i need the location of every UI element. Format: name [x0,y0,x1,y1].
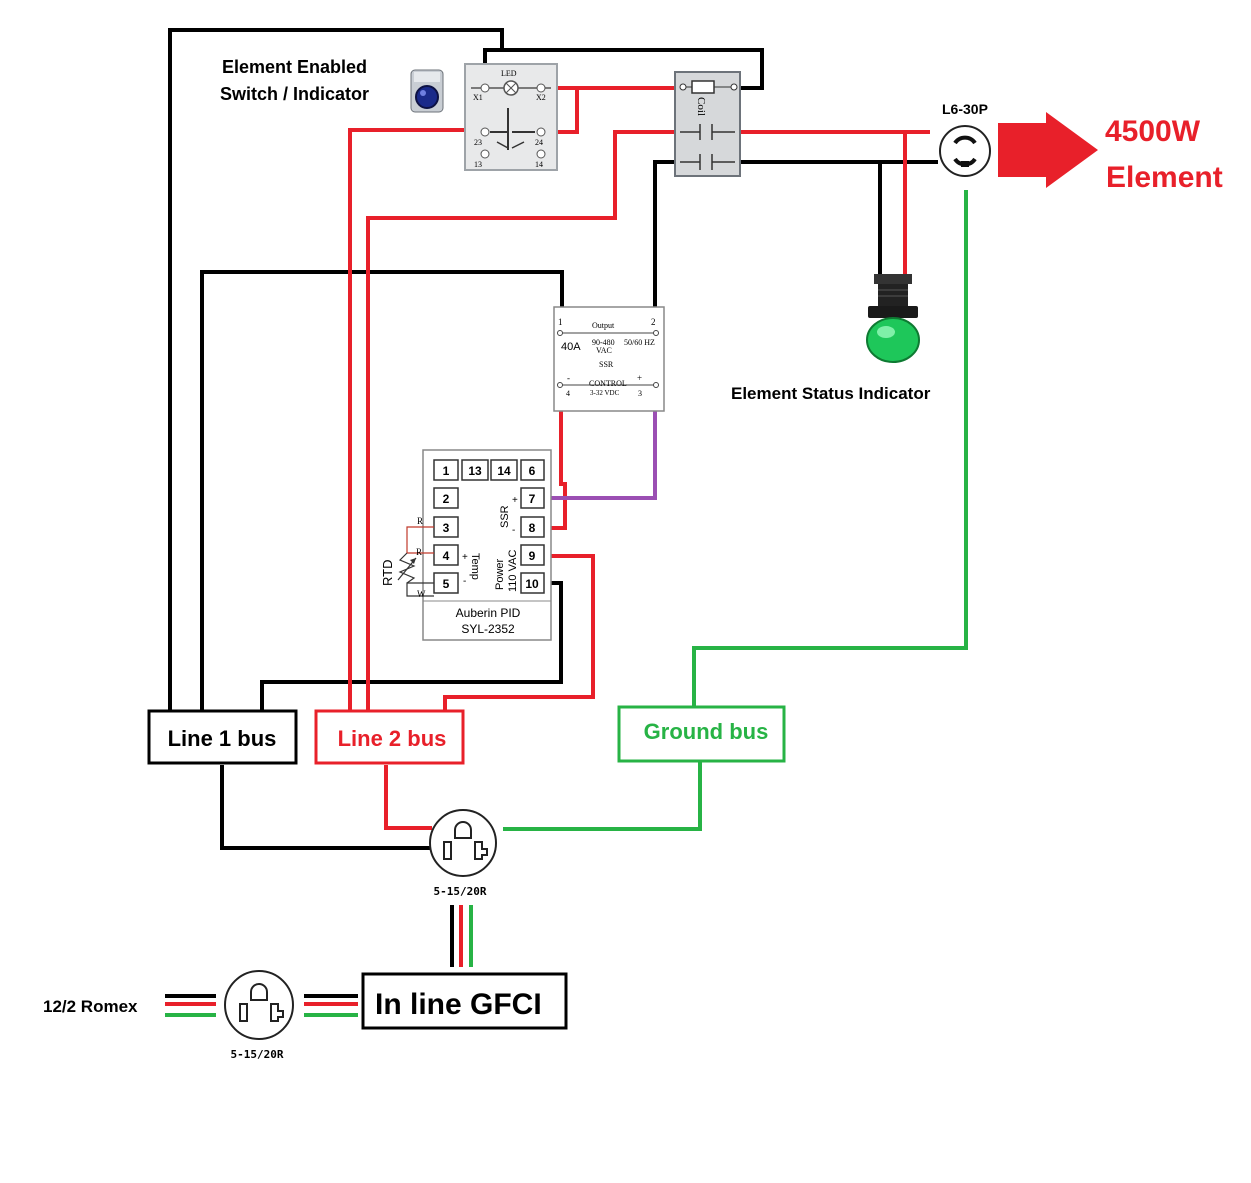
ssr-vac: VAC [596,346,612,355]
wire-line1-lower [220,765,432,850]
receptacle-lower-label: 5-15/20R [231,1048,284,1061]
wire-line1-ssr [200,270,564,710]
ssr-t2: 2 [651,317,656,327]
line2-wires [165,86,930,1006]
wire-l2-b [366,130,675,710]
pid-power-label: Power [494,558,506,590]
switch-led-label: LED [501,69,517,78]
pid-terminal-7: 7 [529,492,536,506]
switch-x2-label: X2 [536,93,546,102]
switch-x1-label: X1 [473,93,483,102]
wire-l2-a [348,128,485,710]
pid-terminal-5: 5 [443,577,450,591]
pid-terminal-3: 3 [443,521,450,535]
ssr-freq: 50/60 HZ [624,338,655,347]
element-power-label: 4500W [1105,115,1201,148]
wire-line2-lower [384,765,432,830]
ssr-control: CONTROL [589,379,627,388]
wire-pid10 [260,581,563,710]
pid-temp-label: Temp [469,553,481,580]
rtd-r2-label: R [416,547,422,557]
switch-block[interactable]: LED X1 X2 23 24 13 14 [464,63,558,171]
ground-bus: Ground bus [617,705,786,763]
ssr-plus: + [637,373,642,383]
status-indicator-label: Element Status Indicator [731,384,931,403]
wire-ground-lower [503,762,702,831]
romex-label: 12/2 Romex [43,997,138,1016]
wire-pid9 [443,554,595,710]
receptacle-lower-icon [224,970,294,1040]
line2-bus-label: Line 2 bus [338,726,447,751]
pid-terminal-14: 14 [497,464,511,478]
pid-ssr-plus: + [512,495,518,506]
receptacle-upper-icon [429,809,497,877]
ssr-t1: 1 [558,317,563,327]
pid-terminal-10: 10 [525,577,539,591]
wire-switch-to-coil [485,48,764,90]
pid-model: SYL-2352 [461,622,515,636]
pid-terminal-4: 4 [443,549,450,563]
status-indicator-lamp-icon [866,274,920,363]
rtd-label: RTD [380,560,395,586]
switch-14-label: 14 [535,160,543,169]
pid-terminals-right: 7 8 9 10 [520,487,545,594]
pid-temp-minus: - [463,576,466,587]
pid-terminals-top: 1 13 14 6 [433,459,545,481]
ssr-t3: 3 [638,389,642,398]
element-arrow-icon [998,112,1098,188]
wire-ssr4-pid8 [544,383,567,530]
receptacle-upper-label: 5-15/20R [434,885,487,898]
ssr-volt-range: 90-480 [592,338,615,347]
pid-temp-plus: + [462,552,468,563]
ssr-control-range: 3-32 VDC [590,389,620,397]
wire-line1-top-loop [168,28,504,710]
ssr-name: SSR [599,360,614,369]
contactor-relay[interactable]: Coil [674,71,741,177]
pid-terminal-9: 9 [529,549,536,563]
pid-power-voltage: 110 VAC [507,550,519,592]
l6-30p-plug-icon[interactable] [939,125,991,177]
pushbutton-photo-icon [410,69,444,113]
pid-name: Auberin PID [456,606,521,620]
pid-terminal-6: 6 [529,464,536,478]
pid-terminal-8: 8 [529,521,536,535]
coil-label: Coil [695,97,707,116]
pid-ssr-label: SSR [499,505,511,528]
switch-24-label: 24 [535,138,543,147]
rtd-w-label: W [417,589,426,599]
switch-23-label: 23 [474,138,482,147]
pid-ssr-minus: - [512,525,515,536]
line2-bus: Line 2 bus [314,709,465,765]
gfci-label: In line GFCI [375,988,542,1021]
ssr-amps: 40A [561,341,581,353]
pid-controller[interactable]: 1 13 14 6 2 3 4 5 7 8 9 10 SSR + - [422,449,552,641]
pid-terminal-2: 2 [443,492,450,506]
wire-ssr2-contactor [653,160,675,312]
rtd-sensor: R R W RTD [380,516,434,599]
switch-13-label: 13 [474,160,482,169]
switch-title-line2: Switch / Indicator [220,84,369,104]
pid-terminal-13: 13 [468,464,482,478]
element-name-label: Element [1106,161,1223,194]
line1-bus-label: Line 1 bus [168,726,277,751]
gfci-box: In line GFCI [361,972,568,1030]
pid-terminals-left: 2 3 4 5 [433,487,459,594]
ssr-minus: - [567,373,570,383]
ssr-t4: 4 [566,389,570,398]
rtd-r1-label: R [417,516,423,526]
line1-bus: Line 1 bus [147,709,298,765]
pid-terminal-1: 1 [443,464,450,478]
ground-wires [165,190,968,1017]
plug-label: L6-30P [942,101,988,117]
ground-bus-label: Ground bus [644,719,769,744]
solid-state-relay[interactable]: 1 2 Output 40A 90-480 VAC 50/60 HZ SSR -… [553,306,665,412]
line1-wires [165,28,938,998]
switch-title-line1: Element Enabled [222,57,367,77]
wire-ground-plug [692,190,968,708]
wire-ssr-control-purple [544,383,657,500]
ssr-output-label: Output [592,321,615,330]
